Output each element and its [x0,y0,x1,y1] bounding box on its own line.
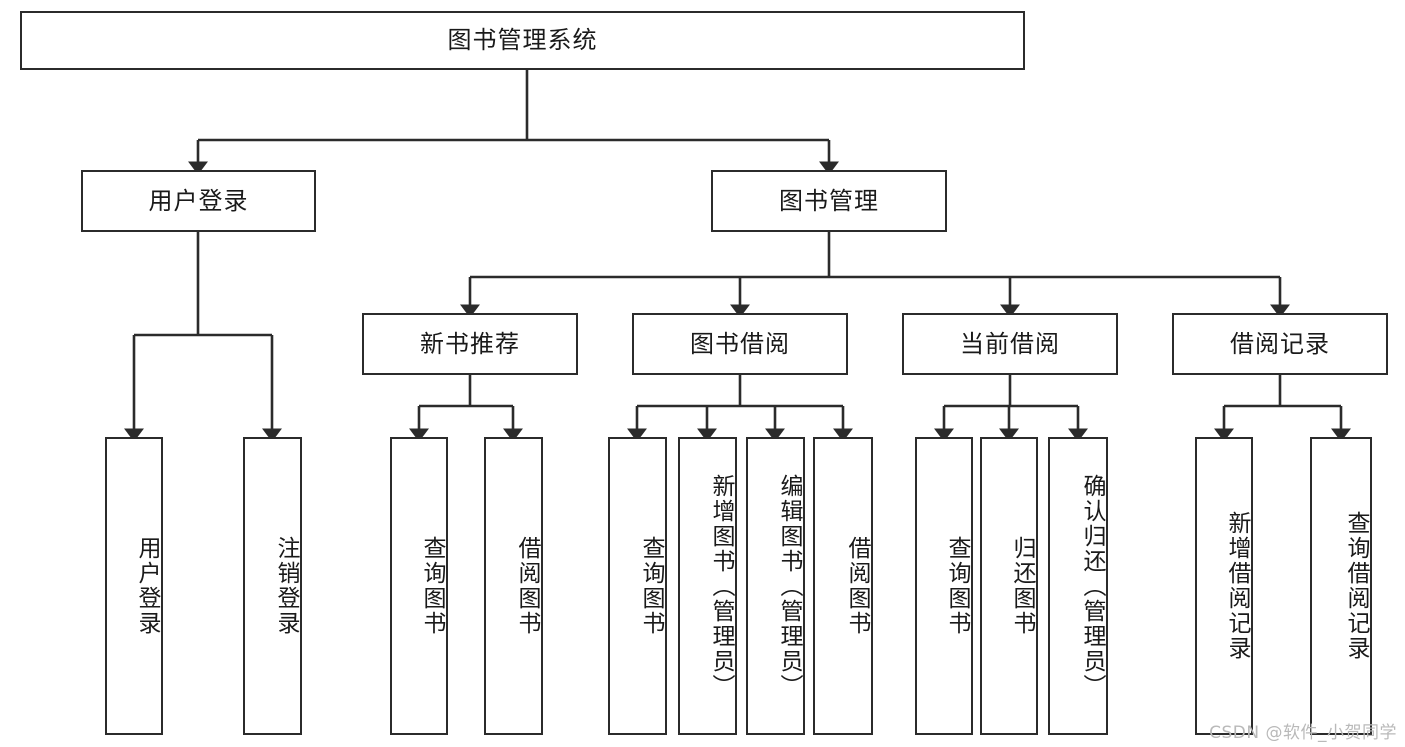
node-root[interactable]: 图书管理系统 [20,11,1025,70]
leaf-leaf-query-book-current[interactable]: 查询图书 [915,437,973,735]
node-label: 查询图书 [944,536,970,636]
leaf-leaf-user-login[interactable]: 用户登录 [105,437,163,735]
node-new-book-recommend[interactable]: 新书推荐 [362,313,578,375]
node-label: 借阅记录 [1230,329,1330,358]
node-label: 新书推荐 [420,329,520,358]
node-label: 确认归还（管理员） [1079,473,1105,699]
leaf-leaf-confirm-return-admin[interactable]: 确认归还（管理员） [1048,437,1108,735]
leaf-leaf-add-borrow-record[interactable]: 新增借阅记录 [1195,437,1253,735]
node-label: 查询图书 [419,536,445,636]
watermark-label: CSDN @软件_小贺同学 [1209,723,1397,743]
leaf-leaf-query-book-recommend[interactable]: 查询图书 [390,437,448,735]
node-label: 查询借阅记录 [1343,511,1369,661]
node-label: 注销登录 [273,536,299,636]
node-book-management[interactable]: 图书管理 [711,170,947,232]
node-label: 新增图书（管理员） [708,473,734,699]
node-label: 图书管理 [779,186,879,215]
node-book-borrow[interactable]: 图书借阅 [632,313,848,375]
node-label: 编辑图书（管理员） [776,473,802,699]
node-label: 用户登录 [134,536,160,636]
node-label: 新增借阅记录 [1224,511,1250,661]
leaf-leaf-edit-book-admin[interactable]: 编辑图书（管理员） [746,437,805,735]
node-label: 借阅图书 [514,536,540,636]
leaf-leaf-borrow-book-recommend[interactable]: 借阅图书 [484,437,543,735]
node-label: 当前借阅 [960,329,1060,358]
node-label: 查询图书 [638,536,664,636]
leaf-leaf-query-book-borrow[interactable]: 查询图书 [608,437,667,735]
node-label: 图书管理系统 [447,26,598,55]
leaf-leaf-add-book-admin[interactable]: 新增图书（管理员） [678,437,737,735]
node-current-borrow[interactable]: 当前借阅 [902,313,1118,375]
node-label: 归还图书 [1009,536,1035,636]
node-label: 用户登录 [148,186,249,215]
node-borrow-record[interactable]: 借阅记录 [1172,313,1388,375]
leaf-leaf-query-borrow-record[interactable]: 查询借阅记录 [1310,437,1372,735]
leaf-leaf-borrow-book[interactable]: 借阅图书 [813,437,873,735]
node-user-login[interactable]: 用户登录 [81,170,316,232]
leaf-leaf-return-book[interactable]: 归还图书 [980,437,1038,735]
leaf-leaf-logout[interactable]: 注销登录 [243,437,302,735]
node-label: 借阅图书 [844,536,870,636]
node-label: 图书借阅 [690,329,790,358]
